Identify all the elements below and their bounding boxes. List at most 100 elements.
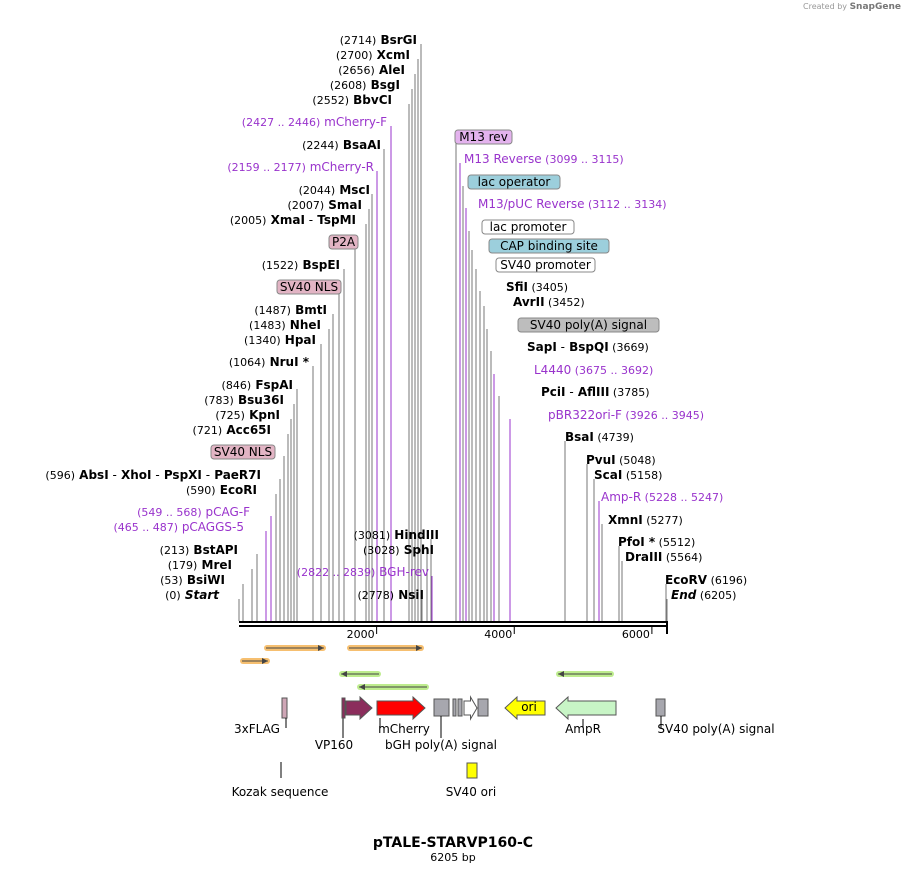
- primer-label: L4440 (3675 .. 3692): [534, 363, 653, 377]
- site-name: ScaI: [594, 468, 622, 482]
- primer-label: pBR322ori-F (3926 .. 3945): [548, 408, 704, 422]
- feature-tag-label: SV40 NLS: [280, 280, 338, 294]
- site-position: (0): [165, 589, 181, 602]
- site-position: (3926 .. 3945): [622, 409, 704, 422]
- site-position: (2700): [336, 49, 373, 62]
- site-name: NsiI: [394, 588, 424, 602]
- ruler-tick-label: 6000: [622, 628, 650, 641]
- site-name: BsgI: [366, 78, 400, 92]
- orf-arrows: [240, 645, 614, 690]
- site-separator: -: [566, 385, 574, 399]
- site-label: (721) Acc65I: [193, 423, 271, 437]
- site-separator: -: [202, 468, 210, 482]
- site-name: EcoRI: [216, 483, 257, 497]
- feature-vp160-arrow: [345, 695, 373, 721]
- site-name: HpaI: [281, 333, 316, 347]
- site-separator: -: [152, 468, 160, 482]
- ruler-tick-label: 2000: [347, 628, 375, 641]
- snapgene-logo: SnapGene: [849, 2, 901, 12]
- site-labels: (2714) BsrGI(2700) XcmI(2656) AleI(2608)…: [45, 33, 747, 602]
- site-name: Acc65I: [222, 423, 271, 437]
- map-length: 6205 bp: [430, 851, 475, 864]
- ruler-tick-label: 4000: [484, 628, 512, 641]
- site-position: (2427 .. 2446): [242, 116, 321, 129]
- site-name: HindIII: [390, 528, 439, 542]
- feature-bgh-poly-a-signal-shape: [433, 698, 450, 717]
- site-label: XmnI (5277): [608, 513, 683, 527]
- feature-mcherry-arrow: [376, 695, 426, 721]
- site-separator: -: [557, 340, 565, 354]
- orf-arrowhead: [416, 645, 422, 651]
- map-title: pTALE-STARVP160-C: [373, 835, 533, 851]
- site-name: BsaAI: [339, 138, 381, 152]
- site-name: TspMI: [313, 213, 356, 227]
- feature-tag-box: [495, 257, 596, 273]
- site-position: (5158): [622, 469, 662, 482]
- feature-label-ori: ori: [521, 700, 537, 714]
- site-position: (2822 .. 2839): [297, 566, 376, 579]
- feature-label-bgh-poly-a-signal: bGH poly(A) signal: [385, 738, 497, 752]
- site-label: (783) Bsu36I: [204, 393, 284, 407]
- site-name: MscI: [335, 183, 370, 197]
- site-label: (2044) MscI: [299, 183, 370, 197]
- primer-label: (2159 .. 2177) mCherry-R: [227, 160, 374, 174]
- feature-label-sv40-poly-a-signal: SV40 poly(A) signal: [657, 722, 774, 736]
- site-position: (2244): [302, 139, 339, 152]
- site-name: M13 Reverse: [464, 152, 542, 166]
- feature-tag-label: lac operator: [478, 175, 551, 189]
- site-label: (179) MreI: [168, 558, 232, 572]
- feature-tag-box: [488, 238, 610, 254]
- features-track: [280, 695, 666, 779]
- feature-label-mcherry: mCherry: [378, 722, 430, 736]
- site-label: (1340) HpaI: [244, 333, 316, 347]
- site-position: (4739): [594, 431, 634, 444]
- feature-feature-block-shape: [477, 698, 489, 717]
- site-label: (596) AbsI - XhoI - PspXI - PaeR7I: [45, 468, 261, 482]
- site-name: Start: [181, 588, 221, 602]
- site-label: (2714) BsrGI: [340, 33, 417, 47]
- primer-label: (2822 .. 2839) BGH-rev: [297, 565, 429, 579]
- site-label: (2007) SmaI: [288, 198, 362, 212]
- feature-tag-label: SV40 poly(A) signal: [530, 318, 647, 332]
- site-position: (3081): [354, 529, 391, 542]
- site-separator: -: [305, 213, 313, 227]
- site-label: PfoI * (5512): [618, 535, 695, 549]
- site-name: BsiWI: [183, 573, 225, 587]
- feature-tag-box: [328, 234, 359, 250]
- primer-label: M13/pUC Reverse (3112 .. 3134): [478, 197, 667, 211]
- site-name: XmnI: [608, 513, 643, 527]
- site-position: (3675 .. 3692): [571, 364, 653, 377]
- feature-label-3xflag: 3xFLAG: [234, 722, 280, 736]
- site-name: BsrGI: [376, 33, 417, 47]
- site-name: L4440: [534, 363, 571, 377]
- site-label: PvuI (5048): [586, 453, 656, 467]
- primer-label: (2427 .. 2446) mCherry-F: [242, 115, 387, 129]
- site-position: (1340): [244, 334, 281, 347]
- site-position: (2656): [338, 64, 375, 77]
- site-position: (2007): [288, 199, 325, 212]
- site-position: (1064): [229, 356, 266, 369]
- site-lines: [238, 44, 668, 621]
- site-label: BsaI (4739): [565, 430, 634, 444]
- site-label: (590) EcoRI: [186, 483, 257, 497]
- site-position: (2005): [230, 214, 267, 227]
- site-label: (1487) BmtI: [254, 303, 327, 317]
- feature-feature-block-shape: [341, 697, 346, 719]
- site-label: (2656) AleI: [338, 63, 405, 77]
- primer-label: (549 .. 568) pCAG-F: [137, 505, 250, 519]
- site-label: (846) FspAI: [222, 378, 293, 392]
- feature-label-sv40-ori: SV40 ori: [446, 785, 497, 799]
- site-name: SphI: [400, 543, 434, 557]
- site-position: (1483): [249, 319, 286, 332]
- primer-label: (465 .. 487) pCAGGS-5: [113, 520, 244, 534]
- feature-sv40-ori-shape: [466, 762, 478, 779]
- backbone: [239, 621, 668, 634]
- site-name: FspAI: [251, 378, 293, 392]
- site-position: (3669): [609, 341, 649, 354]
- site-name: pCAG-F: [202, 505, 250, 519]
- site-name: PvuI: [586, 453, 616, 467]
- site-label: (2700) XcmI: [336, 48, 410, 62]
- site-name: mCherry-R: [306, 160, 374, 174]
- site-name: BspEI: [298, 258, 340, 272]
